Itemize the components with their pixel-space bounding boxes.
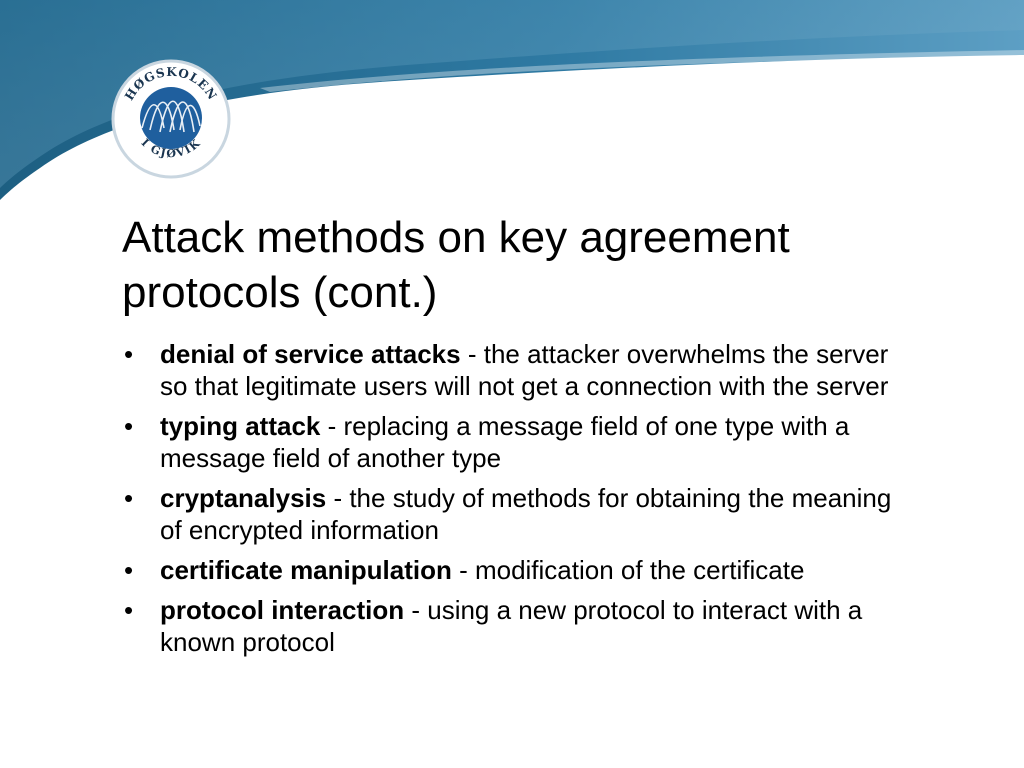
bullet-item-denial-of-service: • denial of service attacks - the attack… — [122, 338, 912, 402]
bullet-term: cryptanalysis — [160, 483, 327, 513]
bullet-term: certificate manipulation — [160, 555, 452, 585]
slide-title-line-1: Attack methods on key agreement — [122, 213, 790, 262]
college-logo: HØGSKOLEN I GJØVIK — [111, 59, 231, 179]
bullet-item-certificate-manipulation: • certificate manipulation - modificatio… — [122, 554, 912, 586]
slide-title-line-2: protocols (cont.) — [122, 268, 438, 317]
bullet-term: protocol interaction — [160, 595, 405, 625]
bullet-list: • denial of service attacks - the attack… — [122, 338, 912, 666]
bullet-item-typing-attack: • typing attack - replacing a message fi… — [122, 410, 912, 474]
bullet-description: - modification of the certificate — [451, 555, 805, 585]
header-wave-banner — [0, 0, 1024, 200]
bullet-dot: • — [124, 555, 134, 585]
bullet-description: - the attacker overwhelms the server so … — [160, 339, 889, 401]
bullet-dot: • — [124, 411, 134, 441]
bullet-dot: • — [124, 483, 134, 513]
bullet-term: denial of service attacks — [160, 339, 461, 369]
bullet-description: - replacing a message field of one type … — [160, 411, 850, 473]
bullet-description: - the study of methods for obtaining the… — [160, 483, 892, 545]
bullet-dot: • — [124, 595, 134, 625]
bullet-description: - using a new protocol to interact with … — [160, 595, 863, 657]
bullet-term: typing attack — [160, 411, 321, 441]
bullet-item-cryptanalysis: • cryptanalysis - the study of methods f… — [122, 482, 912, 546]
slide-title: Attack methods on key agreement protocol… — [122, 210, 942, 320]
bullet-dot: • — [124, 339, 134, 369]
bullet-item-protocol-interaction: • protocol interaction - using a new pro… — [122, 594, 912, 658]
